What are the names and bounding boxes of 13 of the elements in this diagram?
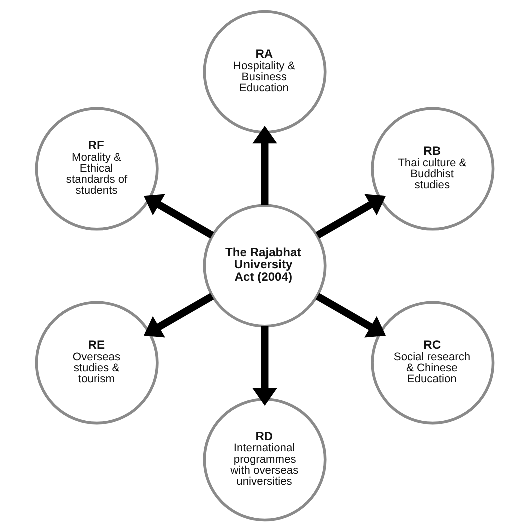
node-circle: RB Thai culture & Buddhist studies [371,107,495,231]
node-circle: RC Social research & Chinese Education [371,301,495,425]
arrow [144,194,214,239]
node-circle: RA Hospitality & Business Education [203,10,327,134]
node-circle: RD International programmes with overseas universities [203,398,327,522]
arrow [144,293,214,338]
arrow [316,293,386,338]
node-circle: RF Morality & Ethical standards of students [35,107,159,231]
node-circle: RE Overseas studies & tourism [35,301,159,425]
arrow [252,126,278,206]
node-circle: The Rajabhat University Act (2004) [203,204,327,328]
arrow [252,326,278,406]
arrow [316,194,386,239]
